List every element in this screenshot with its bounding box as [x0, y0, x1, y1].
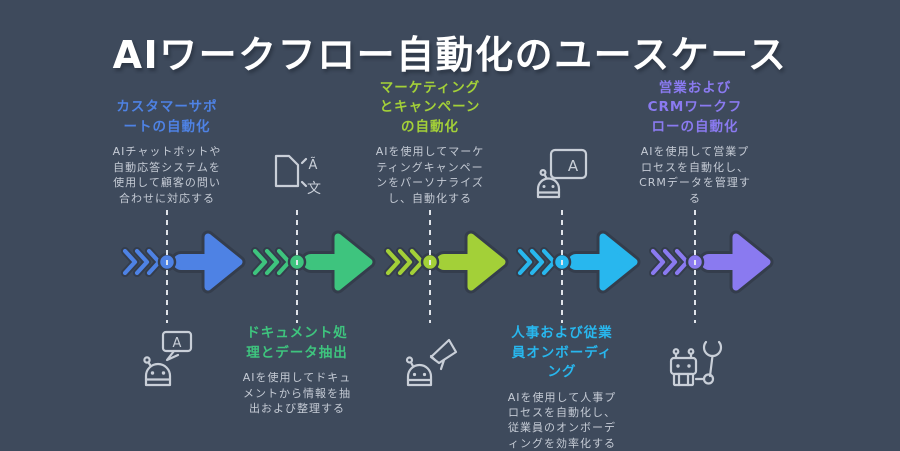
document-translate-icon: Ã 文 [265, 142, 329, 206]
connector-dashed-line [694, 210, 696, 323]
stage-column-customer-support: カスタマーサポ ートの自動化 AIチャットボットや 自動応答システムを 使用して… [92, 0, 242, 450]
stage-textblock: マーケティング とキャンペーン の自動化 AIを使用してマーケ ティングキャンペ… [355, 79, 505, 206]
robot-board-icon: A [530, 142, 594, 206]
stage-textblock: 人事および従業 員オンボーディ ング AIを使用して人事プ ロセスを自動化し、 … [487, 324, 637, 451]
svg-text:A: A [173, 336, 182, 351]
robot-wrench-icon [663, 327, 727, 391]
connector-dashed-line [561, 210, 563, 323]
stage-description: AIを使用して営業プ ロセスを自動化し、 CRMデータを管理す る [639, 145, 751, 205]
stage-heading: 営業および CRMワークフ ローの自動化 [647, 79, 743, 135]
stage-heading: 人事および従業 員オンボーディ ング [511, 325, 613, 381]
connector-dashed-line [166, 210, 168, 323]
stage-description: AIを使用してドキュ メントから情報を抽 出および整理する [242, 371, 352, 415]
timeline-segment [384, 230, 509, 294]
stage-textblock: カスタマーサポ ートの自動化 AIチャットボットや 自動応答システムを 使用して… [92, 98, 242, 206]
stage-description: AIを使用してマーケ ティングキャンペー ンをパーソナライズ し、自動化する [375, 145, 485, 205]
stage-textblock: ドキュメント処 理とデータ抽出 AIを使用してドキュ メントから情報を抽 出およ… [222, 324, 372, 416]
stage-description: AIチャットボットや 自動応答システムを 使用して顧客の問い 合わせに対応する [112, 145, 222, 205]
stage-textblock: 営業および CRMワークフ ローの自動化 AIを使用して営業プ ロセスを自動化し… [620, 79, 770, 206]
stage-column-sales-crm: 営業および CRMワークフ ローの自動化 AIを使用して営業プ ロセスを自動化し… [620, 0, 770, 450]
stage-heading: ドキュメント処 理とデータ抽出 [246, 325, 348, 361]
timeline-segment [121, 230, 246, 294]
connector-dashed-line [429, 210, 431, 323]
robot-chat-icon: A [135, 327, 199, 391]
svg-text:A: A [568, 157, 579, 175]
stage-description: AIを使用して人事プ ロセスを自動化し、 従業員のオンボーデ ィングを効率化する [507, 390, 617, 450]
svg-text:Ã: Ã [309, 157, 318, 173]
svg-text:文: 文 [307, 181, 321, 197]
stage-column-marketing-campaigns: マーケティング とキャンペーン の自動化 AIを使用してマーケ ティングキャンペ… [355, 0, 505, 450]
timeline-segment [251, 230, 376, 294]
timeline-segment [649, 230, 774, 294]
page-title: AIワークフロー自動化のユースケース [112, 33, 788, 77]
robot-megaphone-icon [398, 327, 462, 391]
stage-column-document-processing: Ã 文 ドキュメント処 理とデータ抽出 AIを使用してドキュ メントから情報を抽… [222, 0, 372, 450]
connector-dashed-line [296, 210, 298, 323]
timeline-arrows [121, 230, 774, 294]
stage-heading: マーケティング とキャンペーン の自動化 [379, 79, 481, 135]
stage-heading: カスタマーサポ ートの自動化 [116, 99, 218, 135]
stage-column-hr-onboarding: A 人事および従業 員オンボーディ ング AIを使用して人事プ ロセスを自動化し… [487, 0, 637, 450]
